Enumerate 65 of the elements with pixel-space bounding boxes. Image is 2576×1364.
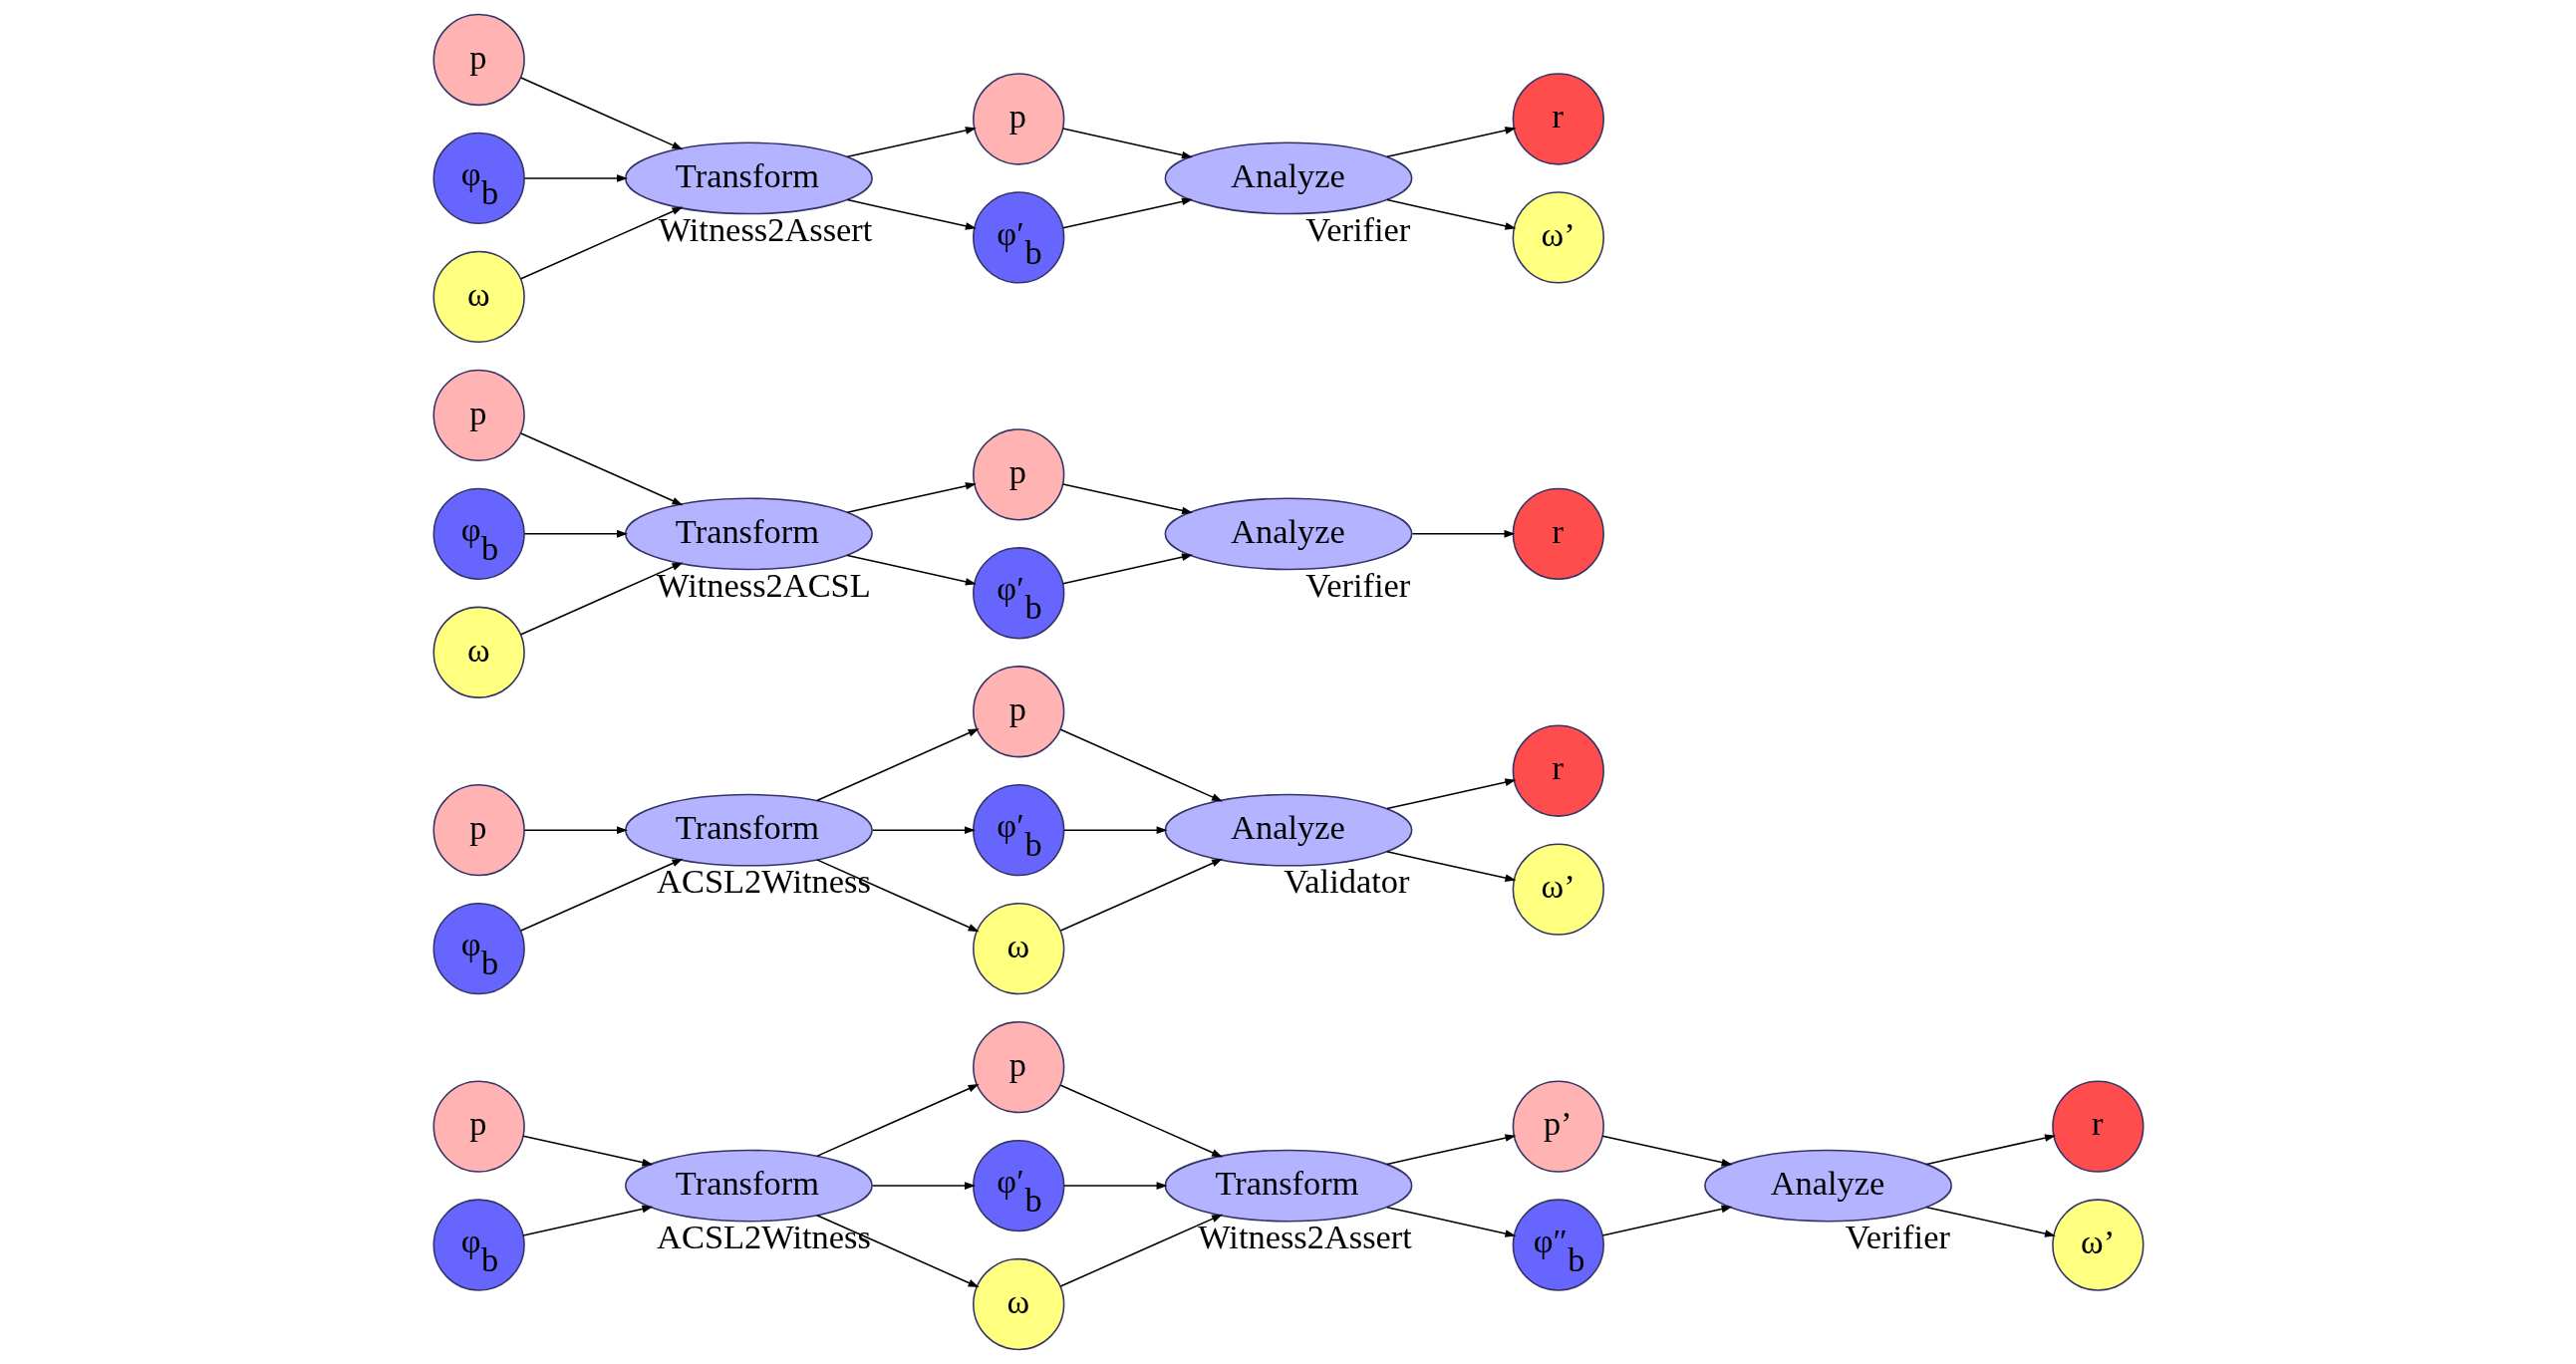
arrow: [1925, 1134, 2056, 1166]
arrow: [1411, 529, 1515, 538]
arrow: [1061, 483, 1193, 515]
arrow: [1062, 826, 1168, 835]
node-circle: ω’: [1512, 843, 1604, 936]
arrow: [1385, 851, 1516, 882]
node-circle: p: [431, 1080, 525, 1173]
arrow: [871, 826, 976, 835]
arrow: [521, 1135, 653, 1167]
arrow: [519, 858, 683, 932]
arrow: [1061, 128, 1193, 159]
node-circle: ω’: [2051, 1199, 2145, 1291]
arrow: [815, 728, 980, 802]
node-circle: r: [2051, 1080, 2145, 1173]
node-circle: ω: [431, 606, 525, 698]
arrow: [1385, 1206, 1516, 1237]
node-circle: p: [972, 73, 1064, 165]
arrow: [519, 432, 683, 506]
arrow: [519, 206, 683, 280]
node-ellipse: Analyze: [1164, 497, 1412, 571]
node-ellipse: Analyze: [1164, 141, 1412, 215]
arrow: [523, 529, 628, 538]
arrow: [1059, 1084, 1223, 1158]
arrow: [1601, 1205, 1733, 1236]
arrow: [815, 1084, 980, 1158]
arrow: [1385, 127, 1516, 158]
node-circle: p: [972, 428, 1064, 521]
arrow: [846, 554, 977, 586]
arrow: [846, 127, 977, 158]
node-circle: r: [1512, 73, 1604, 165]
node-circle: p’: [1512, 1080, 1604, 1173]
arrow: [846, 482, 977, 513]
arrow: [519, 562, 683, 636]
node-circle: p: [972, 1020, 1064, 1114]
node-circle: p: [431, 369, 525, 462]
arrow: [1059, 728, 1223, 802]
node-circle: p: [972, 666, 1064, 758]
node-circle: p: [431, 784, 525, 877]
arrow: [1062, 1182, 1168, 1190]
arrow: [1061, 197, 1193, 229]
node-circle: ω: [972, 902, 1064, 995]
arrow: [1385, 198, 1516, 230]
arrow: [815, 859, 980, 933]
arrow: [846, 198, 977, 230]
node-ellipse: Analyze: [1703, 1149, 1952, 1223]
arrow: [871, 1182, 976, 1190]
node-circle: r: [1512, 724, 1604, 817]
node-circle: ω’: [1512, 191, 1604, 284]
arrow: [521, 1205, 653, 1236]
arrow: [523, 174, 628, 182]
arrow: [1061, 553, 1193, 585]
node-circle: p: [431, 13, 525, 107]
node-circle: ω: [972, 1257, 1064, 1351]
arrow: [523, 826, 628, 835]
arrow: [1925, 1206, 2056, 1237]
arrow: [1385, 778, 1516, 810]
arrow: [519, 77, 683, 150]
arrow: [1601, 1135, 1733, 1167]
arrow: [1385, 1134, 1516, 1166]
arrow: [1059, 1214, 1223, 1287]
arrow: [815, 1215, 980, 1288]
node-ellipse: Transform: [624, 1149, 873, 1223]
node-circle: r: [1512, 487, 1604, 580]
arrow: [1059, 858, 1223, 932]
node-circle: ω: [431, 250, 525, 344]
